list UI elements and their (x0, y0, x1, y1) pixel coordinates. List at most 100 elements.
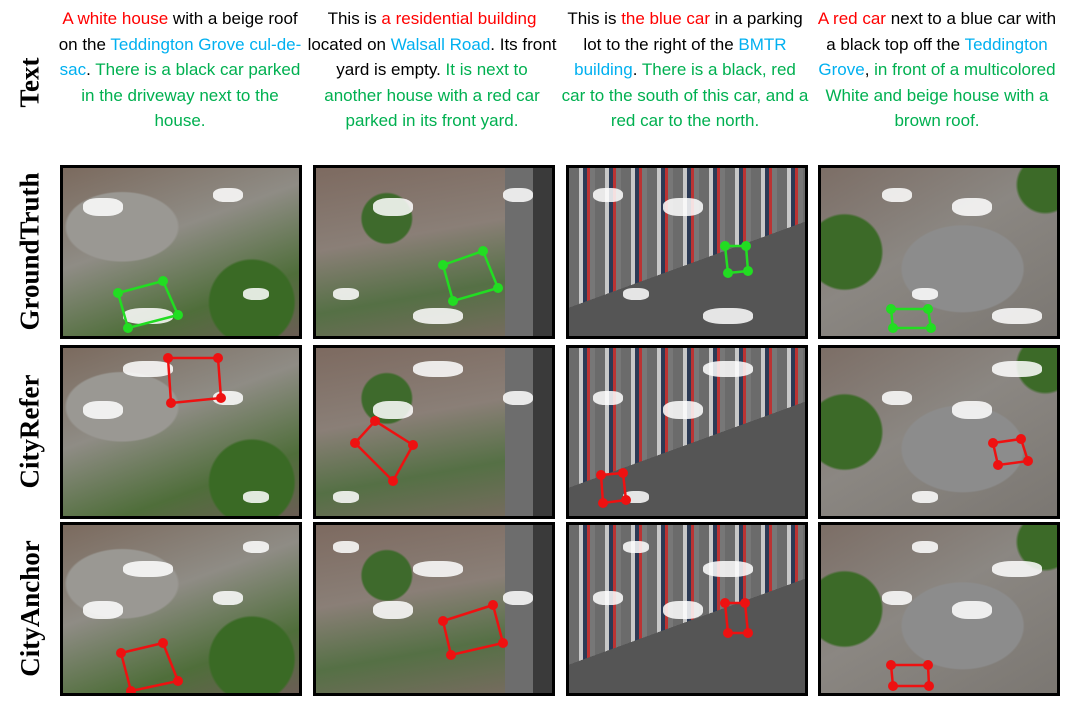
aerial-image-groundtruth-1 (60, 165, 302, 339)
caption-segment: Teddington Grove (818, 34, 1048, 80)
missing-data-patch (373, 601, 413, 619)
box-corner-marker (923, 304, 933, 314)
box-corner-marker (498, 638, 508, 648)
box-corner-marker (926, 323, 936, 333)
box-corner-marker (723, 268, 733, 278)
aerial-image-cityanchor-4 (818, 522, 1060, 696)
predicted-box (166, 356, 223, 405)
missing-data-patch (952, 401, 992, 419)
bounding-box-overlay (596, 468, 631, 508)
missing-data-patch (703, 361, 753, 377)
missing-data-patch (623, 288, 649, 300)
box-corner-marker (166, 398, 176, 408)
caption-segment: BMTR building (574, 34, 787, 80)
box-corner-marker (924, 681, 934, 691)
missing-data-patch (703, 561, 753, 577)
missing-data-patch (503, 188, 533, 202)
bounding-box-overlay (988, 434, 1033, 470)
missing-data-patch (333, 541, 359, 553)
missing-data-patch (912, 491, 938, 503)
box-corner-marker (741, 241, 751, 251)
caption-segment: Walsall Road (390, 34, 491, 54)
box-corner-marker (438, 616, 448, 626)
box-corner-marker (488, 600, 498, 610)
aerial-image-cityrefer-3 (566, 345, 808, 519)
missing-data-patch (882, 188, 912, 202)
bounding-box-overlay (720, 241, 753, 278)
box-corner-marker (370, 416, 380, 426)
caption-segment: This is (567, 9, 622, 28)
caption-segment: located on (307, 34, 391, 54)
missing-data-patch (992, 561, 1042, 577)
box-corner-marker (720, 598, 730, 608)
missing-data-patch (663, 198, 703, 216)
missing-data-patch (373, 198, 413, 216)
box-corner-marker (743, 266, 753, 276)
box-corner-marker (720, 241, 730, 251)
missing-data-patch (413, 308, 463, 324)
caption-segment: with a beige roof on the (58, 9, 298, 54)
caption-segment: a residential building (381, 9, 537, 28)
caption-1: A white house with a beige roof on the T… (55, 6, 305, 158)
box-corner-marker (173, 676, 183, 686)
aerial-image-cityanchor-1 (60, 522, 302, 696)
box-corner-marker (113, 288, 123, 298)
box-corner-marker (213, 353, 223, 363)
missing-data-patch (663, 401, 703, 419)
bounding-box-overlay (163, 353, 226, 408)
box-corner-marker (408, 440, 418, 450)
box-corner-marker (988, 438, 998, 448)
missing-data-patch (83, 401, 123, 419)
predicted-box (119, 641, 180, 693)
aerial-image-cityrefer-4 (818, 345, 1060, 519)
missing-data-patch (703, 308, 753, 324)
caption-segment: A white house (62, 9, 169, 28)
caption-segment: the blue car (621, 9, 711, 28)
missing-data-patch (123, 361, 173, 377)
row-label-cityanchor: CityAnchor (14, 539, 45, 677)
caption-3: This is the blue car in a parking lot to… (560, 6, 810, 158)
aerial-image-cityrefer-1 (60, 345, 302, 519)
aerial-image-groundtruth-2 (313, 165, 555, 339)
bounding-box-overlay (350, 416, 418, 486)
box-corner-marker (886, 660, 896, 670)
aerial-image-groundtruth-4 (818, 165, 1060, 339)
box-corner-marker (1016, 434, 1026, 444)
bounding-box-overlay (116, 638, 183, 693)
missing-data-patch (413, 361, 463, 377)
row-label-groundtruth: GroundTruth (14, 171, 45, 331)
box-corner-marker (388, 476, 398, 486)
box-corner-marker (163, 353, 173, 363)
aerial-image-cityanchor-3 (566, 522, 808, 696)
aerial-image-cityrefer-2 (313, 345, 555, 519)
caption-segment: next to a blue car with a black top off … (826, 9, 1057, 54)
caption-segment: There is a black car parked in the drive… (81, 60, 301, 130)
missing-data-patch (83, 198, 123, 216)
box-corner-marker (173, 310, 183, 320)
caption-segment: . (86, 60, 96, 79)
box-corner-marker (888, 681, 898, 691)
box-corner-marker (158, 638, 168, 648)
bounding-box-overlay (886, 660, 934, 691)
caption-segment: Teddington Grove cul-de-sac (59, 34, 302, 80)
ground-truth-box (441, 249, 500, 303)
box-corner-marker (888, 323, 898, 333)
missing-data-patch (882, 591, 912, 605)
missing-data-patch (243, 288, 269, 300)
bounding-box-overlay (886, 304, 936, 333)
missing-data-patch (243, 491, 269, 503)
predicted-box (353, 419, 415, 484)
box-corner-marker (923, 660, 933, 670)
missing-data-patch (992, 361, 1042, 377)
missing-data-patch (413, 561, 463, 577)
missing-data-patch (213, 188, 243, 202)
caption-2: This is a residential building located o… (307, 6, 557, 158)
row-label-cityrefer: CityRefer (14, 374, 45, 488)
box-corner-marker (598, 498, 608, 508)
missing-data-patch (333, 491, 359, 503)
row-label-text: Text (14, 56, 45, 108)
box-corner-marker (493, 283, 503, 293)
missing-data-patch (593, 188, 623, 202)
missing-data-patch (912, 541, 938, 553)
caption-segment: . (632, 60, 642, 79)
